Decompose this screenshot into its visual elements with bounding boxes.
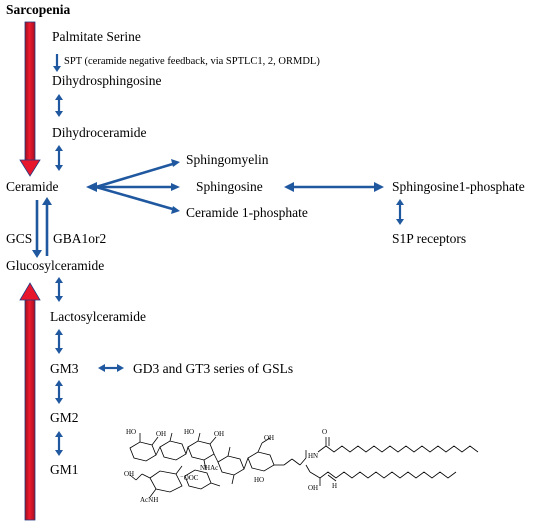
node-sphingosine-1-phosphate: Sphingosine1-phosphate	[392, 179, 525, 194]
vertical-double-arrow-6	[55, 431, 63, 456]
node-dihydroceramide: Dihydroceramide	[52, 125, 147, 140]
spt-arrow	[53, 54, 61, 72]
node-ceramide-1-phosphate: Ceramide 1-phosphate	[186, 205, 308, 220]
node-sphingosine: Sphingosine	[196, 179, 263, 194]
diagram-title: Sarcopenia	[6, 2, 71, 17]
gcs-gba-arrows	[32, 197, 52, 258]
vertical-double-arrow-3	[55, 277, 63, 302]
vertical-double-arrow-2	[55, 145, 63, 171]
node-gm3: GM3	[50, 361, 79, 376]
node-gm2: GM2	[50, 410, 79, 425]
structure-label-ho-1: HO	[126, 428, 137, 436]
node-dihydrosphingosine: Dihydrosphingosine	[52, 73, 162, 88]
gm3-gsl-arrow	[98, 364, 124, 372]
structure-label-acnh: AcNH	[140, 496, 159, 504]
s1p-receptor-arrow	[396, 199, 404, 225]
structure-label-oh-4: OH	[264, 434, 275, 442]
structure-label-oh-2: OH	[214, 430, 225, 438]
node-sphingomyelin: Sphingomyelin	[186, 152, 269, 167]
red-down-arrow	[19, 21, 41, 177]
red-up-arrow	[19, 282, 41, 521]
structure-label-hn: HN	[308, 452, 319, 460]
enzyme-gcs: GCS	[6, 231, 33, 246]
node-palmitate-serine: Palmitate Serine	[52, 29, 141, 44]
vertical-double-arrow-4	[55, 329, 63, 354]
ceramide-fan-arrows	[86, 159, 180, 214]
node-s1p-receptors: S1P receptors	[392, 231, 467, 246]
structure-label-ho-3: HO	[254, 476, 265, 484]
structure-label-oh-1: OH	[156, 430, 167, 438]
structure-label-oh-3: OH	[124, 470, 135, 478]
node-lactosylceramide: Lactosylceramide	[50, 309, 146, 324]
structure-label-ooc: ⁻OOC	[180, 474, 199, 482]
structure-label-ho-2: HO	[184, 428, 195, 436]
structure-label-h: H	[332, 482, 338, 490]
gm1-structure	[129, 432, 479, 498]
sphingosine-s1p-arrow	[284, 182, 384, 192]
node-glucosylceramide: Glucosylceramide	[6, 258, 105, 273]
structure-label-nhac: NHAc	[200, 464, 219, 472]
vertical-double-arrows	[55, 94, 63, 456]
enzyme-gba: GBA1or2	[53, 231, 107, 246]
structure-label-o: O	[322, 428, 328, 436]
node-gm1: GM1	[50, 462, 79, 477]
node-ceramide: Ceramide	[6, 179, 59, 194]
vertical-double-arrow-5	[55, 380, 63, 404]
structure-label-oh-5: OH	[308, 484, 319, 492]
spt-note: SPT (ceramide negative feedback, via SPT…	[64, 56, 320, 67]
vertical-double-arrow-1	[55, 94, 63, 117]
node-gsl-series: GD3 and GT3 series of GSLs	[133, 361, 294, 376]
